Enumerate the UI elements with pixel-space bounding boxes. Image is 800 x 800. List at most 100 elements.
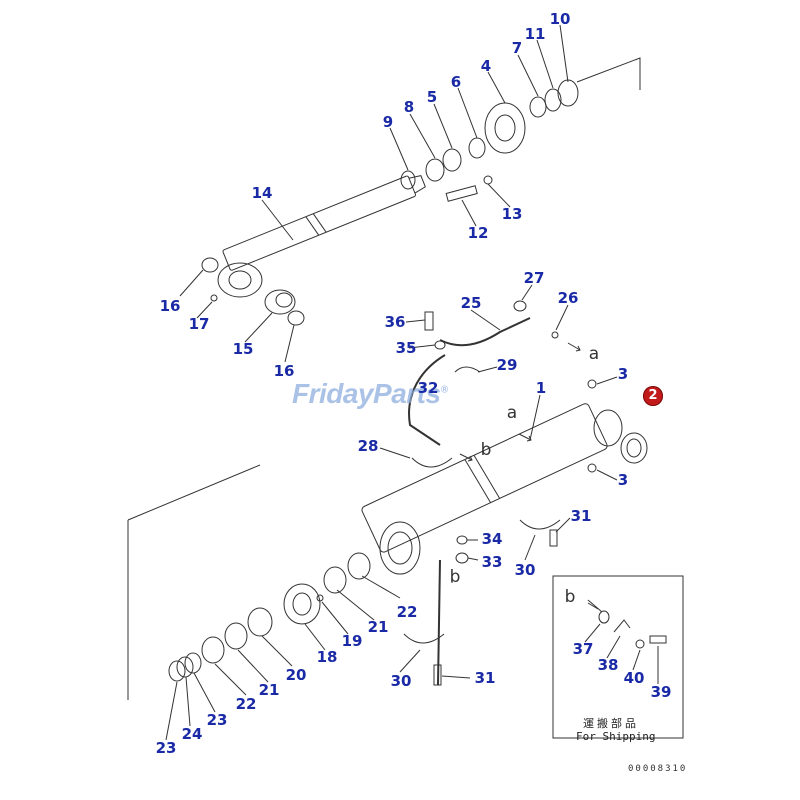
- flange-29: [454, 366, 481, 373]
- label-34: 34: [481, 530, 503, 548]
- ring-24: [176, 656, 194, 678]
- washer-40: [635, 639, 645, 649]
- ring-6: [468, 137, 486, 159]
- label-23-right: 23: [206, 711, 228, 729]
- ring-21a: [323, 566, 347, 594]
- nut-33: [455, 552, 469, 564]
- ring-21b: [224, 622, 248, 650]
- cushion-20: [247, 607, 273, 637]
- label-10: 10: [549, 10, 571, 28]
- label-28: 28: [357, 437, 379, 455]
- label-36: 36: [384, 313, 406, 331]
- ring-8: [425, 158, 445, 182]
- grease-fitting-17: [210, 294, 218, 302]
- label-3-bottom: 3: [617, 471, 629, 489]
- clamp-30b: [403, 633, 445, 644]
- label-20: 20: [285, 666, 307, 684]
- label-5: 5: [426, 88, 438, 106]
- ref-b-pipe: b: [449, 567, 461, 587]
- shipping-label-jp: 運搬部品: [583, 717, 639, 730]
- bolt-31a: [549, 529, 558, 547]
- ring-5: [442, 148, 462, 172]
- label-3-top: 3: [617, 365, 629, 383]
- snap-ring-16b: [287, 310, 305, 326]
- drawing-code: 00008310: [628, 764, 688, 774]
- label-12: 12: [467, 224, 489, 242]
- ring-23b: [168, 660, 186, 682]
- label-13: 13: [501, 205, 523, 223]
- label-27: 27: [523, 269, 545, 287]
- label-35: 35: [395, 339, 417, 357]
- piston-rod: [222, 175, 426, 271]
- oring-37: [598, 610, 610, 624]
- cylinder-head-4: [484, 102, 526, 154]
- washer-3b: [587, 463, 597, 473]
- ring-22a: [347, 552, 371, 580]
- label-16-top: 16: [159, 297, 181, 315]
- clamp-28: [411, 457, 453, 468]
- piston-18: [283, 583, 321, 625]
- label-11: 11: [524, 25, 546, 43]
- label-40: 40: [623, 669, 645, 687]
- label-29: 29: [496, 356, 518, 374]
- label-19: 19: [341, 632, 363, 650]
- label-30-lower: 30: [390, 672, 412, 690]
- tube-flange: [379, 521, 421, 575]
- bolt-39: [649, 635, 667, 644]
- bolt-27: [513, 300, 527, 312]
- snap-ring-16a: [201, 257, 219, 273]
- cylinder-tube: [361, 403, 608, 553]
- ref-b-box: b: [564, 587, 576, 607]
- upper-frame-line: [576, 57, 641, 90]
- label-37: 37: [572, 640, 594, 658]
- label-16-bottom: 16: [273, 362, 295, 380]
- label-1: 1: [535, 379, 547, 397]
- rod-eye: [217, 262, 263, 298]
- label-22-upper: 22: [396, 603, 418, 621]
- label-31-upper: 31: [570, 507, 592, 525]
- pin-19: [316, 594, 324, 602]
- label-8: 8: [403, 98, 415, 116]
- bushing-2: [620, 432, 648, 464]
- label-9: 9: [382, 113, 394, 131]
- label-33: 33: [481, 553, 503, 571]
- bolt-36: [424, 311, 434, 331]
- bushing-15: [264, 289, 296, 315]
- lower-frame-top: [127, 464, 261, 521]
- label-18: 18: [316, 648, 338, 666]
- shipping-box: [552, 575, 684, 739]
- label-24: 24: [181, 725, 203, 743]
- bushing-10: [557, 79, 579, 107]
- ref-a-upper: a: [588, 344, 600, 364]
- ring-7: [529, 96, 547, 118]
- label-31-lower: 31: [474, 669, 496, 687]
- label-38: 38: [597, 656, 619, 674]
- label-21-upper: 21: [367, 618, 389, 636]
- label-25: 25: [460, 294, 482, 312]
- ring-23a: [184, 652, 202, 674]
- ref-b-clamp: b: [480, 440, 492, 460]
- watermark: FridayParts®: [292, 378, 448, 409]
- clamp-38: [613, 619, 631, 633]
- ring-22b: [201, 636, 225, 664]
- label-4: 4: [480, 57, 492, 75]
- label-15: 15: [232, 340, 254, 358]
- washer-13: [483, 175, 493, 185]
- clamp-30a: [519, 519, 561, 530]
- pipe-lower: [437, 559, 441, 686]
- bolt-12: [445, 185, 478, 202]
- label-26: 26: [557, 289, 579, 307]
- ring-11: [544, 88, 562, 112]
- bolt-31b: [433, 664, 442, 686]
- shipping-label-en: For Shipping: [576, 730, 656, 743]
- washer-35: [434, 340, 446, 350]
- label-14: 14: [251, 184, 273, 202]
- callout-badge-2: 2: [643, 386, 663, 406]
- washer-34: [456, 535, 468, 545]
- label-30-upper: 30: [514, 561, 536, 579]
- oring-26: [551, 331, 559, 339]
- pipe-25: [439, 317, 531, 347]
- label-23-left: 23: [155, 739, 177, 757]
- ref-a-tube: a: [506, 403, 518, 423]
